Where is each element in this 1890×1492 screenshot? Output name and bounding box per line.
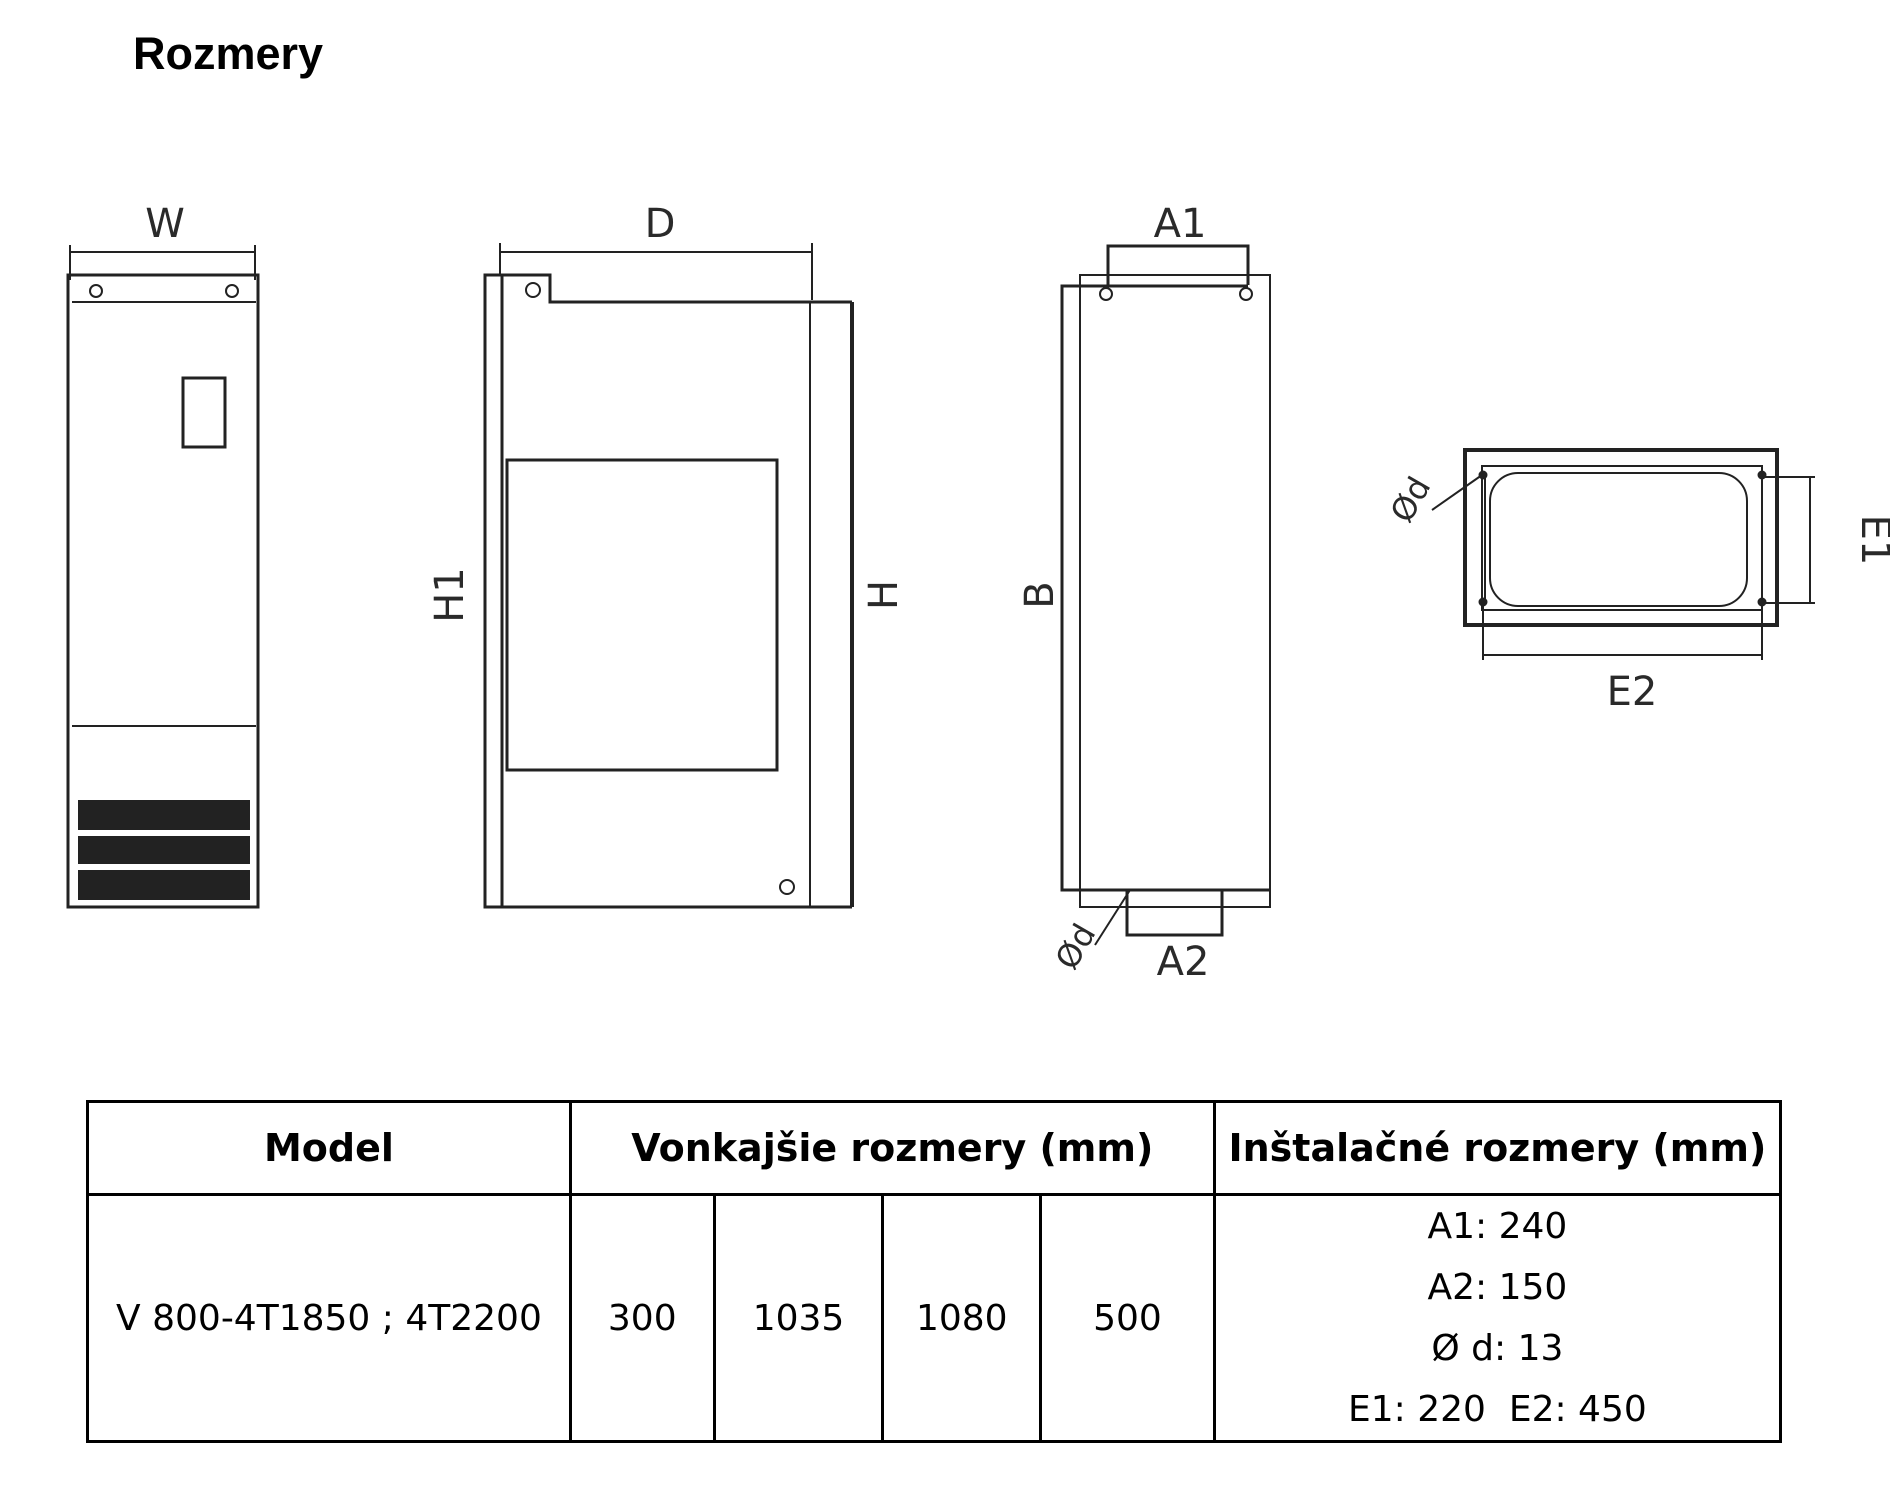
installation-line: A2: 150 <box>1427 1267 1568 1308</box>
back-view: A1 B A2 Ød <box>1017 201 1271 985</box>
label-d: D <box>645 201 676 247</box>
label-b: B <box>1017 581 1063 608</box>
external-value-cell: 1035 <box>712 1193 885 1443</box>
page-title: Rozmery <box>133 28 324 79</box>
label-e1: E1 <box>1852 515 1890 566</box>
installation-cell: A1: 240 A2: 150 Ø d: 13 E1: 220 E2: 450 <box>1212 1193 1783 1443</box>
dimension-drawings: W D H1 H A1 B A2 Ød <box>66 201 1890 985</box>
label-phi-d-bottom: Ød <box>1048 917 1104 975</box>
model-cell: V 800-4T1850 ; 4T2200 <box>86 1193 572 1443</box>
bottom-view: E1 E2 Ød <box>1383 448 1890 715</box>
spec-table: Model Vonkajšie rozmery (mm) Inštalačné … <box>86 1100 1783 1443</box>
label-h: H <box>861 580 907 610</box>
table-header-row: Model Vonkajšie rozmery (mm) Inštalačné … <box>86 1100 1783 1196</box>
label-w: W <box>145 201 185 247</box>
header-model: Model <box>86 1100 572 1196</box>
installation-line: E1: 220 E2: 450 <box>1348 1389 1647 1430</box>
label-phi-d-top: Ød <box>1383 470 1439 528</box>
header-installation-dimensions: Inštalačné rozmery (mm) <box>1212 1100 1783 1196</box>
label-e2: E2 <box>1607 669 1658 715</box>
label-a1: A1 <box>1154 201 1207 247</box>
label-h1: H1 <box>427 567 473 623</box>
label-a2: A2 <box>1157 939 1210 985</box>
installation-line: Ø d: 13 <box>1431 1328 1564 1369</box>
installation-line: A1: 240 <box>1427 1206 1568 1247</box>
external-value-cell: 500 <box>1039 1193 1216 1443</box>
table-row: V 800-4T1850 ; 4T2200 300 1035 1080 500 … <box>86 1193 1783 1443</box>
front-view: W <box>66 201 260 909</box>
external-value-cell: 300 <box>568 1193 716 1443</box>
side-view: D H1 H <box>427 201 907 909</box>
header-external-dimensions: Vonkajšie rozmery (mm) <box>568 1100 1216 1196</box>
external-value-cell: 1080 <box>881 1193 1043 1443</box>
